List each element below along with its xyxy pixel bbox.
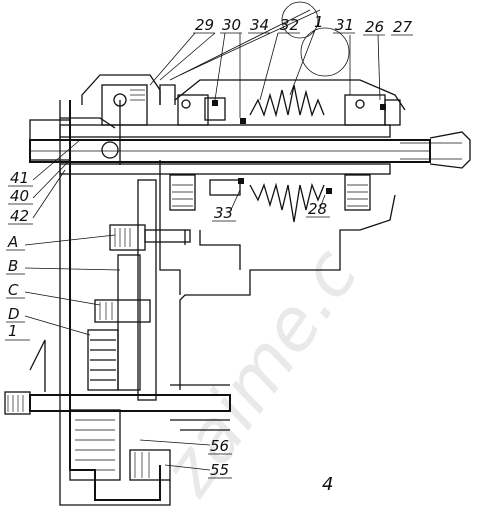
watermark: zaime.c bbox=[145, 233, 374, 510]
label-27: 27 bbox=[393, 18, 413, 36]
label-30: 30 bbox=[222, 16, 241, 34]
housing-outline bbox=[59, 74, 406, 506]
label-B: B bbox=[8, 257, 18, 275]
label-1-left: 1 bbox=[8, 322, 18, 340]
label-56: 56 bbox=[210, 437, 229, 455]
top-lever bbox=[60, 84, 148, 165]
upper-spring bbox=[249, 84, 325, 118]
label-26: 26 bbox=[365, 18, 384, 36]
top-bearing-group bbox=[177, 94, 401, 126]
label-41: 41 bbox=[10, 169, 29, 187]
lower-spring bbox=[249, 182, 325, 223]
label-29: 29 bbox=[195, 16, 214, 34]
label-33: 33 bbox=[214, 204, 233, 222]
label-A: A bbox=[7, 233, 18, 251]
gear-train bbox=[87, 179, 191, 401]
callout-labels: 29 30 34 32 1 31 26 27 41 40 42 A B C D … bbox=[6, 13, 413, 495]
label-42: 42 bbox=[10, 207, 29, 225]
lower-shaft bbox=[4, 339, 231, 481]
label-D: D bbox=[8, 305, 20, 323]
label-34: 34 bbox=[250, 16, 269, 34]
label-40: 40 bbox=[10, 187, 29, 205]
label-1-top: 1 bbox=[314, 13, 324, 31]
left-leader-lines bbox=[5, 139, 326, 471]
figure-number: 4 bbox=[322, 474, 333, 495]
top-leader-lines bbox=[149, 1, 381, 118]
label-28: 28 bbox=[308, 200, 327, 218]
spindle-shaft bbox=[29, 119, 471, 175]
label-55: 55 bbox=[210, 461, 229, 479]
label-31: 31 bbox=[335, 16, 354, 34]
lower-bearing-group bbox=[169, 174, 371, 211]
label-32: 32 bbox=[280, 16, 299, 34]
label-C: C bbox=[8, 281, 19, 299]
